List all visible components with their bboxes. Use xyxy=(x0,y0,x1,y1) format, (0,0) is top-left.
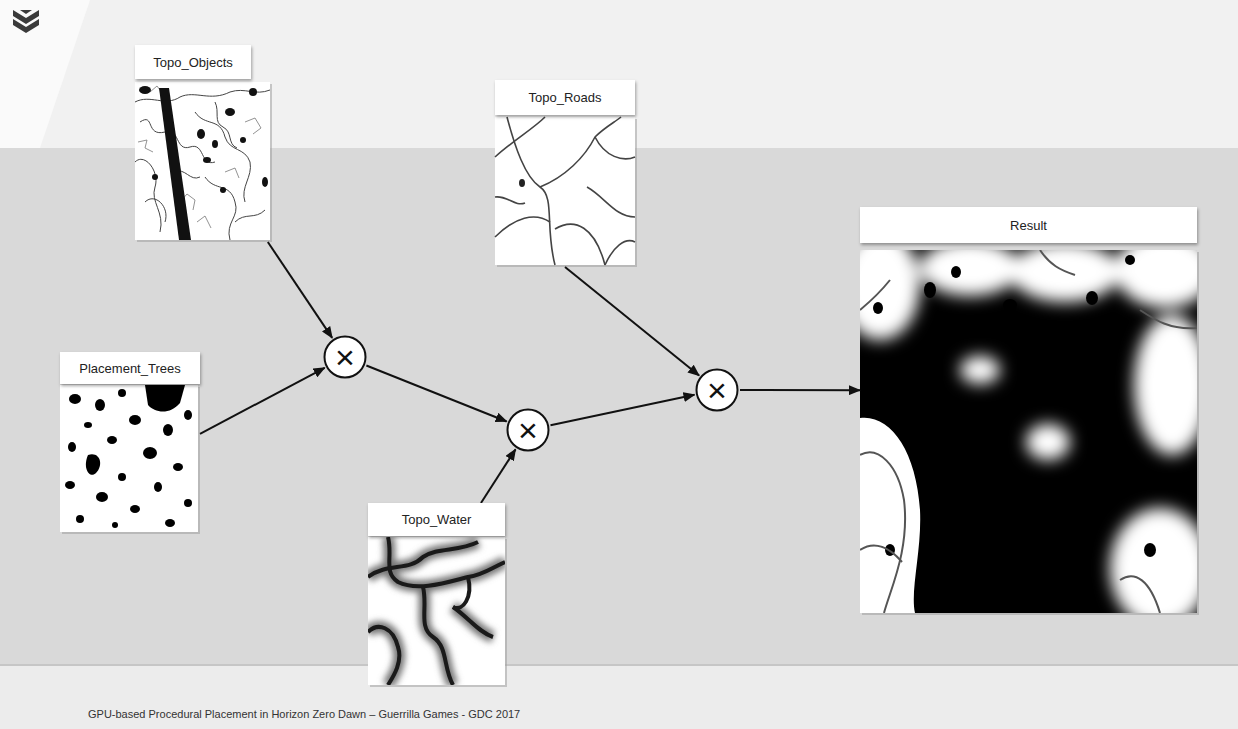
trees-map xyxy=(60,385,200,534)
map-panel: Topo_Water xyxy=(367,503,506,687)
flow-arrow xyxy=(551,395,695,425)
map-panel: Topo_Objects xyxy=(133,45,272,242)
flow-arrow xyxy=(740,389,860,391)
objects-map xyxy=(135,82,272,242)
panel-label: Placement_Trees xyxy=(60,352,200,384)
map-panel: Result xyxy=(860,207,1198,614)
panel-label: Result xyxy=(860,207,1197,243)
panel-label: Topo_Roads xyxy=(495,80,635,115)
caption-text: GPU-based Procedural Placement in Horizo… xyxy=(88,708,520,720)
panel-label: Topo_Water xyxy=(368,503,505,536)
operator-symbol: × xyxy=(506,408,550,452)
logo xyxy=(13,10,39,33)
operator-symbol: × xyxy=(695,368,739,412)
operator-symbol: × xyxy=(323,335,367,379)
flow-arrow xyxy=(481,449,516,503)
flow-arrow xyxy=(268,242,332,338)
water-map xyxy=(368,537,507,687)
flow-arrow xyxy=(565,267,699,376)
map-panel: Topo_Roads xyxy=(494,80,636,267)
multiply-node: × xyxy=(506,408,550,452)
multiply-node: × xyxy=(323,335,367,379)
panel-title: Placement_Trees xyxy=(79,361,180,376)
caption: GPU-based Procedural Placement in Horizo… xyxy=(88,708,520,720)
result-map xyxy=(840,230,1215,628)
roads-map xyxy=(495,117,637,267)
panel-label: Topo_Objects xyxy=(135,45,251,79)
panel-title: Topo_Objects xyxy=(153,55,233,70)
multiply-node: × xyxy=(695,368,739,412)
flow-arrow xyxy=(200,368,325,434)
panel-title: Result xyxy=(1010,218,1047,233)
flow-arrow xyxy=(366,366,506,422)
map-panel: Placement_Trees xyxy=(59,352,200,534)
panel-title: Topo_Roads xyxy=(529,90,602,105)
panel-title: Topo_Water xyxy=(402,512,472,527)
